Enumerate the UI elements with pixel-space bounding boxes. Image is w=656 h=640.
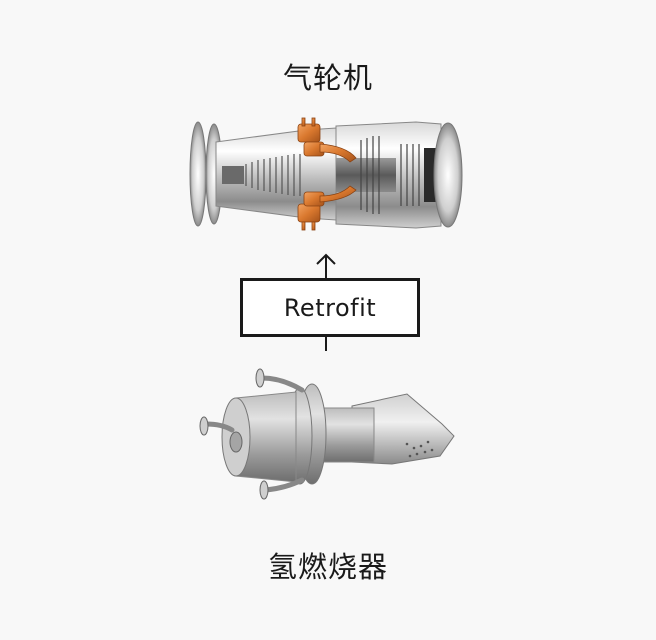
retrofit-box: Retrofit (240, 278, 420, 337)
hydrogen-burner-image (199, 368, 455, 500)
hydrogen-burner-title: 氢燃烧器 (267, 550, 388, 584)
retrofit-label: Retrofit (283, 293, 377, 322)
gas-turbine-title: 气轮机 (282, 61, 373, 95)
gas-turbine-image (189, 117, 463, 231)
arrow-up-icon (316, 253, 336, 280)
connector-line (325, 337, 327, 351)
